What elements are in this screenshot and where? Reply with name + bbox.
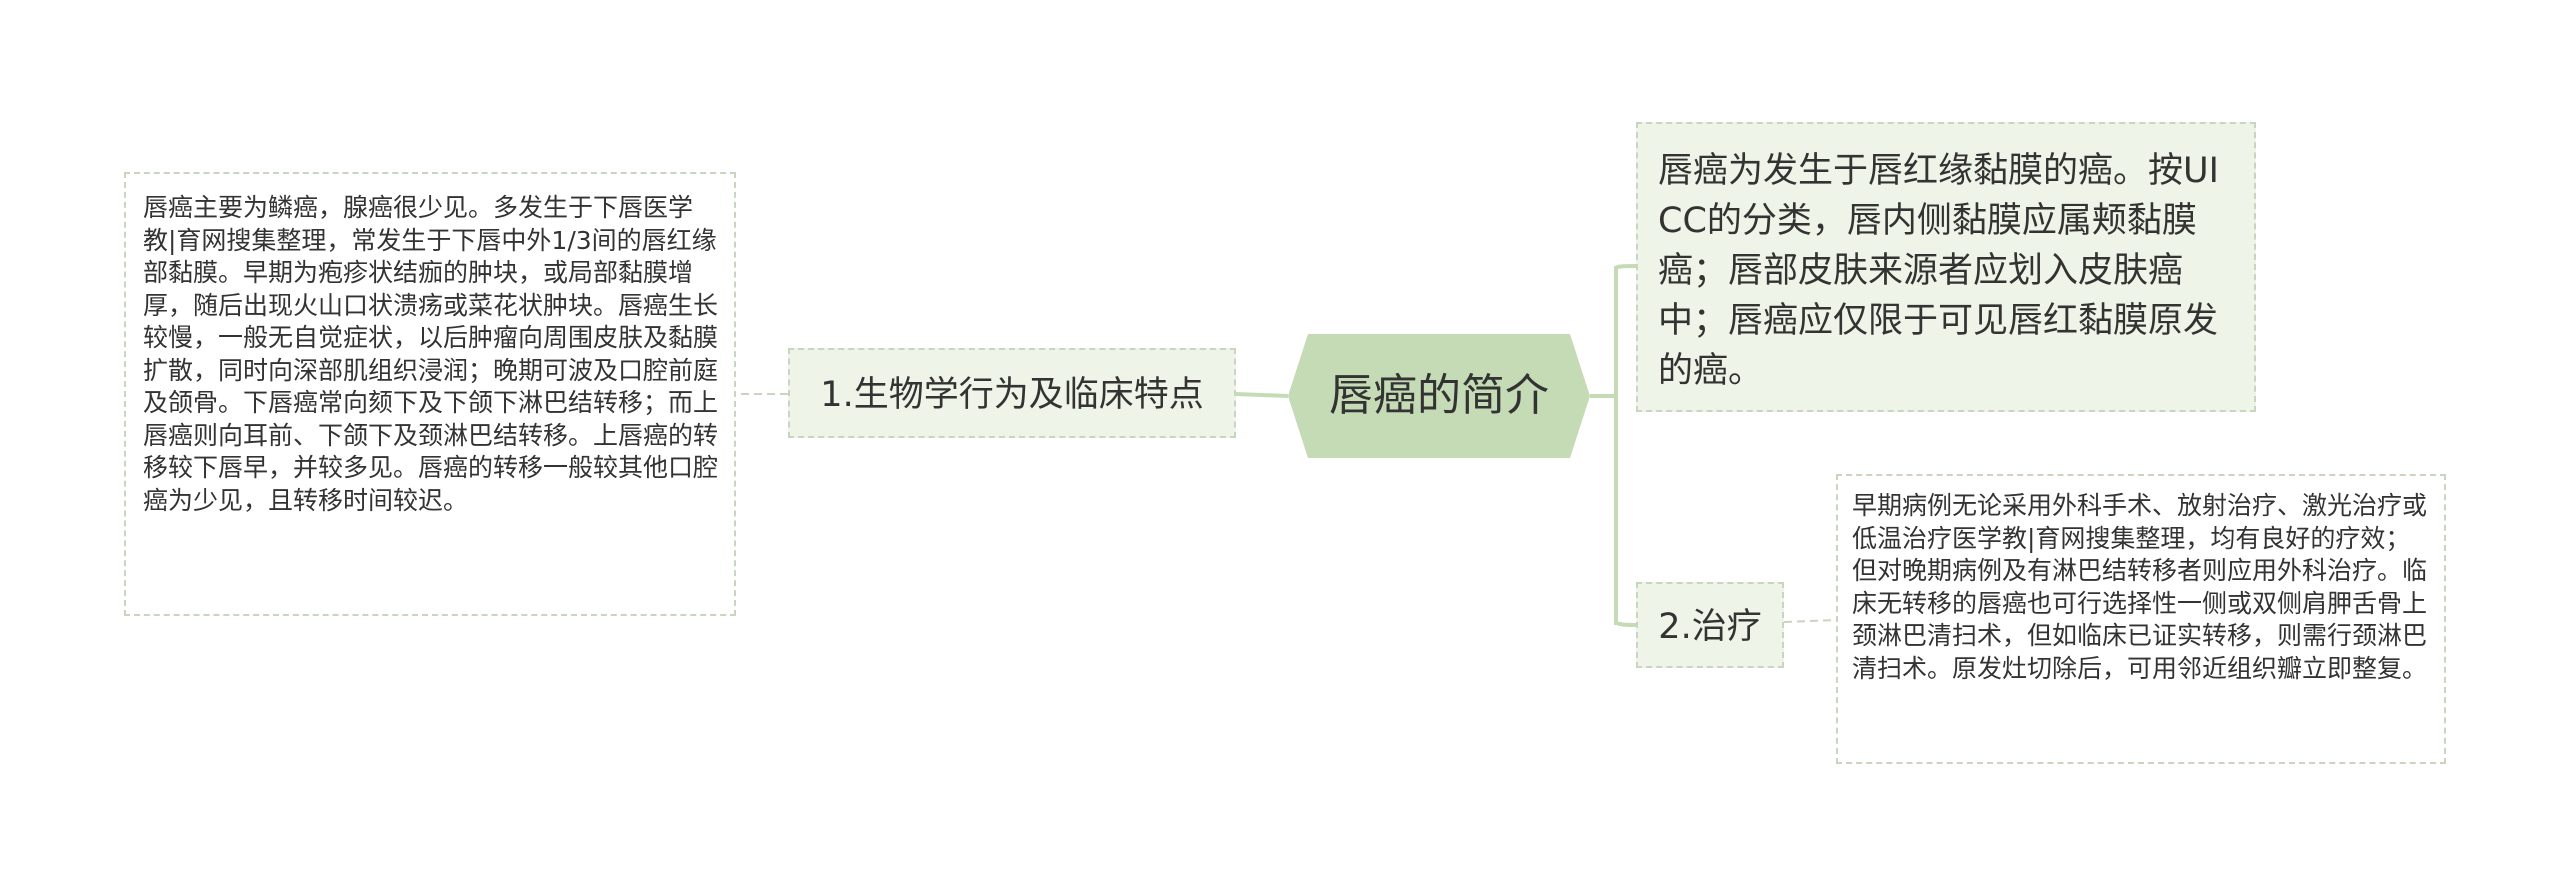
leaf-text: 早期病例无论采用外科手术、放射治疗、激光治疗或低温治疗医学教|育网搜集整理，均有… (1852, 491, 2428, 683)
leaf-biology-detail[interactable]: 唇癌主要为鳞癌，腺癌很少见。多发生于下唇医学教|育网搜集整理，常发生于下唇中外1… (124, 172, 736, 616)
root-hexagon (1288, 334, 1590, 458)
branch-biology-clinical[interactable]: 1.生物学行为及临床特点 (788, 348, 1236, 438)
branch-label: 2.治疗 (1658, 607, 1762, 647)
connector-branch2-leaf (1783, 619, 1837, 623)
connector-to-definition (1614, 264, 1637, 270)
root-node[interactable]: 唇癌的简介 (1288, 334, 1590, 458)
root-title: 唇癌的简介 (1329, 370, 1549, 421)
connector-root-branch1 (1235, 392, 1289, 398)
branch-treatment[interactable]: 2.治疗 (1636, 582, 1784, 668)
definition-node[interactable]: 唇癌为发生于唇红缘黏膜的癌。按UICC的分类，唇内侧黏膜应属颊黏膜癌；唇部皮肤来… (1636, 122, 2256, 412)
leaf-text: 唇癌主要为鳞癌，腺癌很少见。多发生于下唇医学教|育网搜集整理，常发生于下唇中外1… (143, 193, 719, 515)
connector-to-branch2 (1614, 621, 1637, 627)
leaf-treatment-detail[interactable]: 早期病例无论采用外科手术、放射治疗、激光治疗或低温治疗医学教|育网搜集整理，均有… (1836, 474, 2446, 764)
branch-label: 1.生物学行为及临床特点 (820, 375, 1204, 415)
definition-text: 唇癌为发生于唇红缘黏膜的癌。按UICC的分类，唇内侧黏膜应属颊黏膜癌；唇部皮肤来… (1658, 151, 2219, 391)
